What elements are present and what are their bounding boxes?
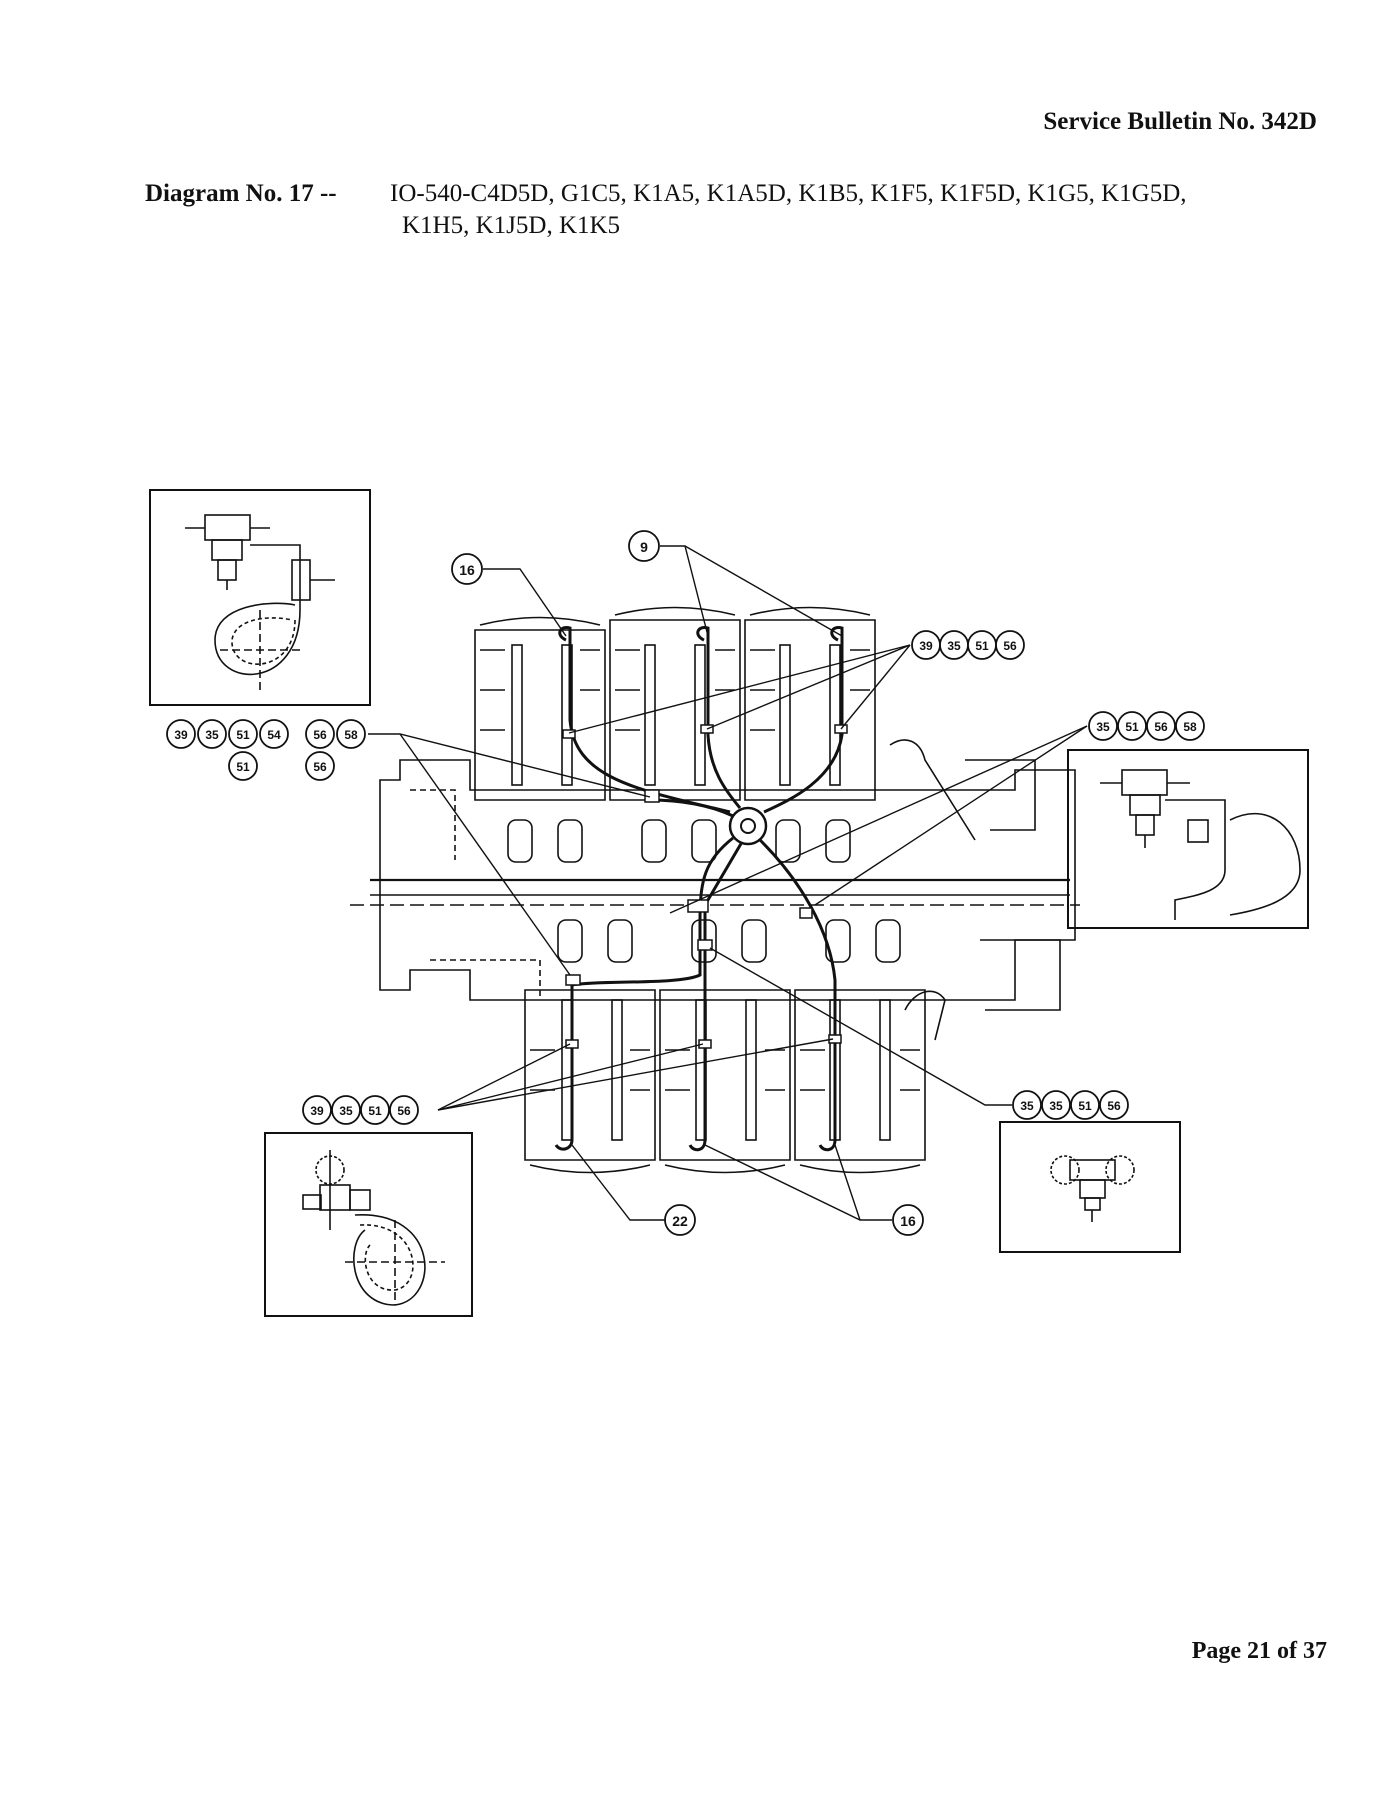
svg-text:56: 56 (397, 1104, 411, 1118)
callout-group-lower-left: 39 35 51 56 (302, 1095, 419, 1125)
model-list-line-2: K1H5, K1J5D, K1K5 (402, 212, 621, 239)
svg-text:39: 39 (310, 1104, 324, 1118)
bulletin-number: Service Bulletin No. 342D (1043, 108, 1317, 135)
svg-text:9: 9 (640, 539, 648, 555)
svg-text:51: 51 (1125, 720, 1139, 734)
svg-text:35: 35 (1020, 1099, 1034, 1113)
svg-text:35: 35 (947, 639, 961, 653)
callout-22: 22 (664, 1204, 696, 1236)
lower-cylinder-bank (524, 919, 926, 1174)
detail-inset-right (1067, 749, 1309, 929)
detail-inset-bottom-left (264, 1132, 473, 1317)
callout-16-bottom: 16 (892, 1204, 924, 1236)
callout-9: 9 (628, 530, 660, 562)
callout-group-right: 35 51 56 58 (1088, 711, 1205, 741)
svg-text:35: 35 (1049, 1099, 1063, 1113)
svg-text:16: 16 (900, 1213, 916, 1229)
upper-cylinder-bank (474, 606, 876, 863)
svg-text:51: 51 (236, 728, 250, 742)
page-number: Page 21 of 37 (1191, 1638, 1327, 1664)
svg-text:56: 56 (1003, 639, 1017, 653)
svg-text:58: 58 (344, 728, 358, 742)
svg-text:39: 39 (919, 639, 933, 653)
svg-text:56: 56 (313, 728, 327, 742)
svg-text:56: 56 (1107, 1099, 1121, 1113)
svg-text:22: 22 (672, 1213, 688, 1229)
ignition-harness (554, 625, 848, 1152)
svg-text:16: 16 (459, 562, 475, 578)
model-list-line-1: IO-540-C4D5D, G1C5, K1A5, K1A5D, K1B5, K… (390, 180, 1187, 207)
svg-text:58: 58 (1183, 720, 1197, 734)
svg-text:51: 51 (236, 760, 250, 774)
svg-text:39: 39 (174, 728, 188, 742)
callout-labels: 16 9 39 35 51 56 39 35 51 54 56 58 51 56… (166, 530, 1205, 1236)
svg-text:51: 51 (368, 1104, 382, 1118)
svg-text:35: 35 (1096, 720, 1110, 734)
detail-inset-top-left (149, 489, 371, 706)
callout-group-lower-right: 35 35 51 56 (1012, 1090, 1129, 1120)
svg-text:35: 35 (205, 728, 219, 742)
callout-leaders (368, 545, 1088, 1221)
diagram-label: Diagram No. 17 -- (145, 180, 337, 207)
diagram-heading: Diagram No. 17 -- IO-540-C4D5D, G1C5, K1… (145, 178, 1187, 239)
callout-group-upper-right: 39 35 51 56 (911, 630, 1025, 660)
svg-text:51: 51 (1078, 1099, 1092, 1113)
svg-text:56: 56 (313, 760, 327, 774)
svg-text:51: 51 (975, 639, 989, 653)
svg-text:56: 56 (1154, 720, 1168, 734)
model-list: IO-540-C4D5D, G1C5, K1A5, K1A5D, K1B5, K… (390, 178, 1290, 242)
svg-text:35: 35 (339, 1104, 353, 1118)
detail-inset-bottom-right (999, 1121, 1181, 1253)
callout-group-left: 39 35 51 54 56 58 51 56 (166, 719, 366, 781)
callout-16-top: 16 (451, 553, 483, 585)
svg-text:54: 54 (267, 728, 281, 742)
